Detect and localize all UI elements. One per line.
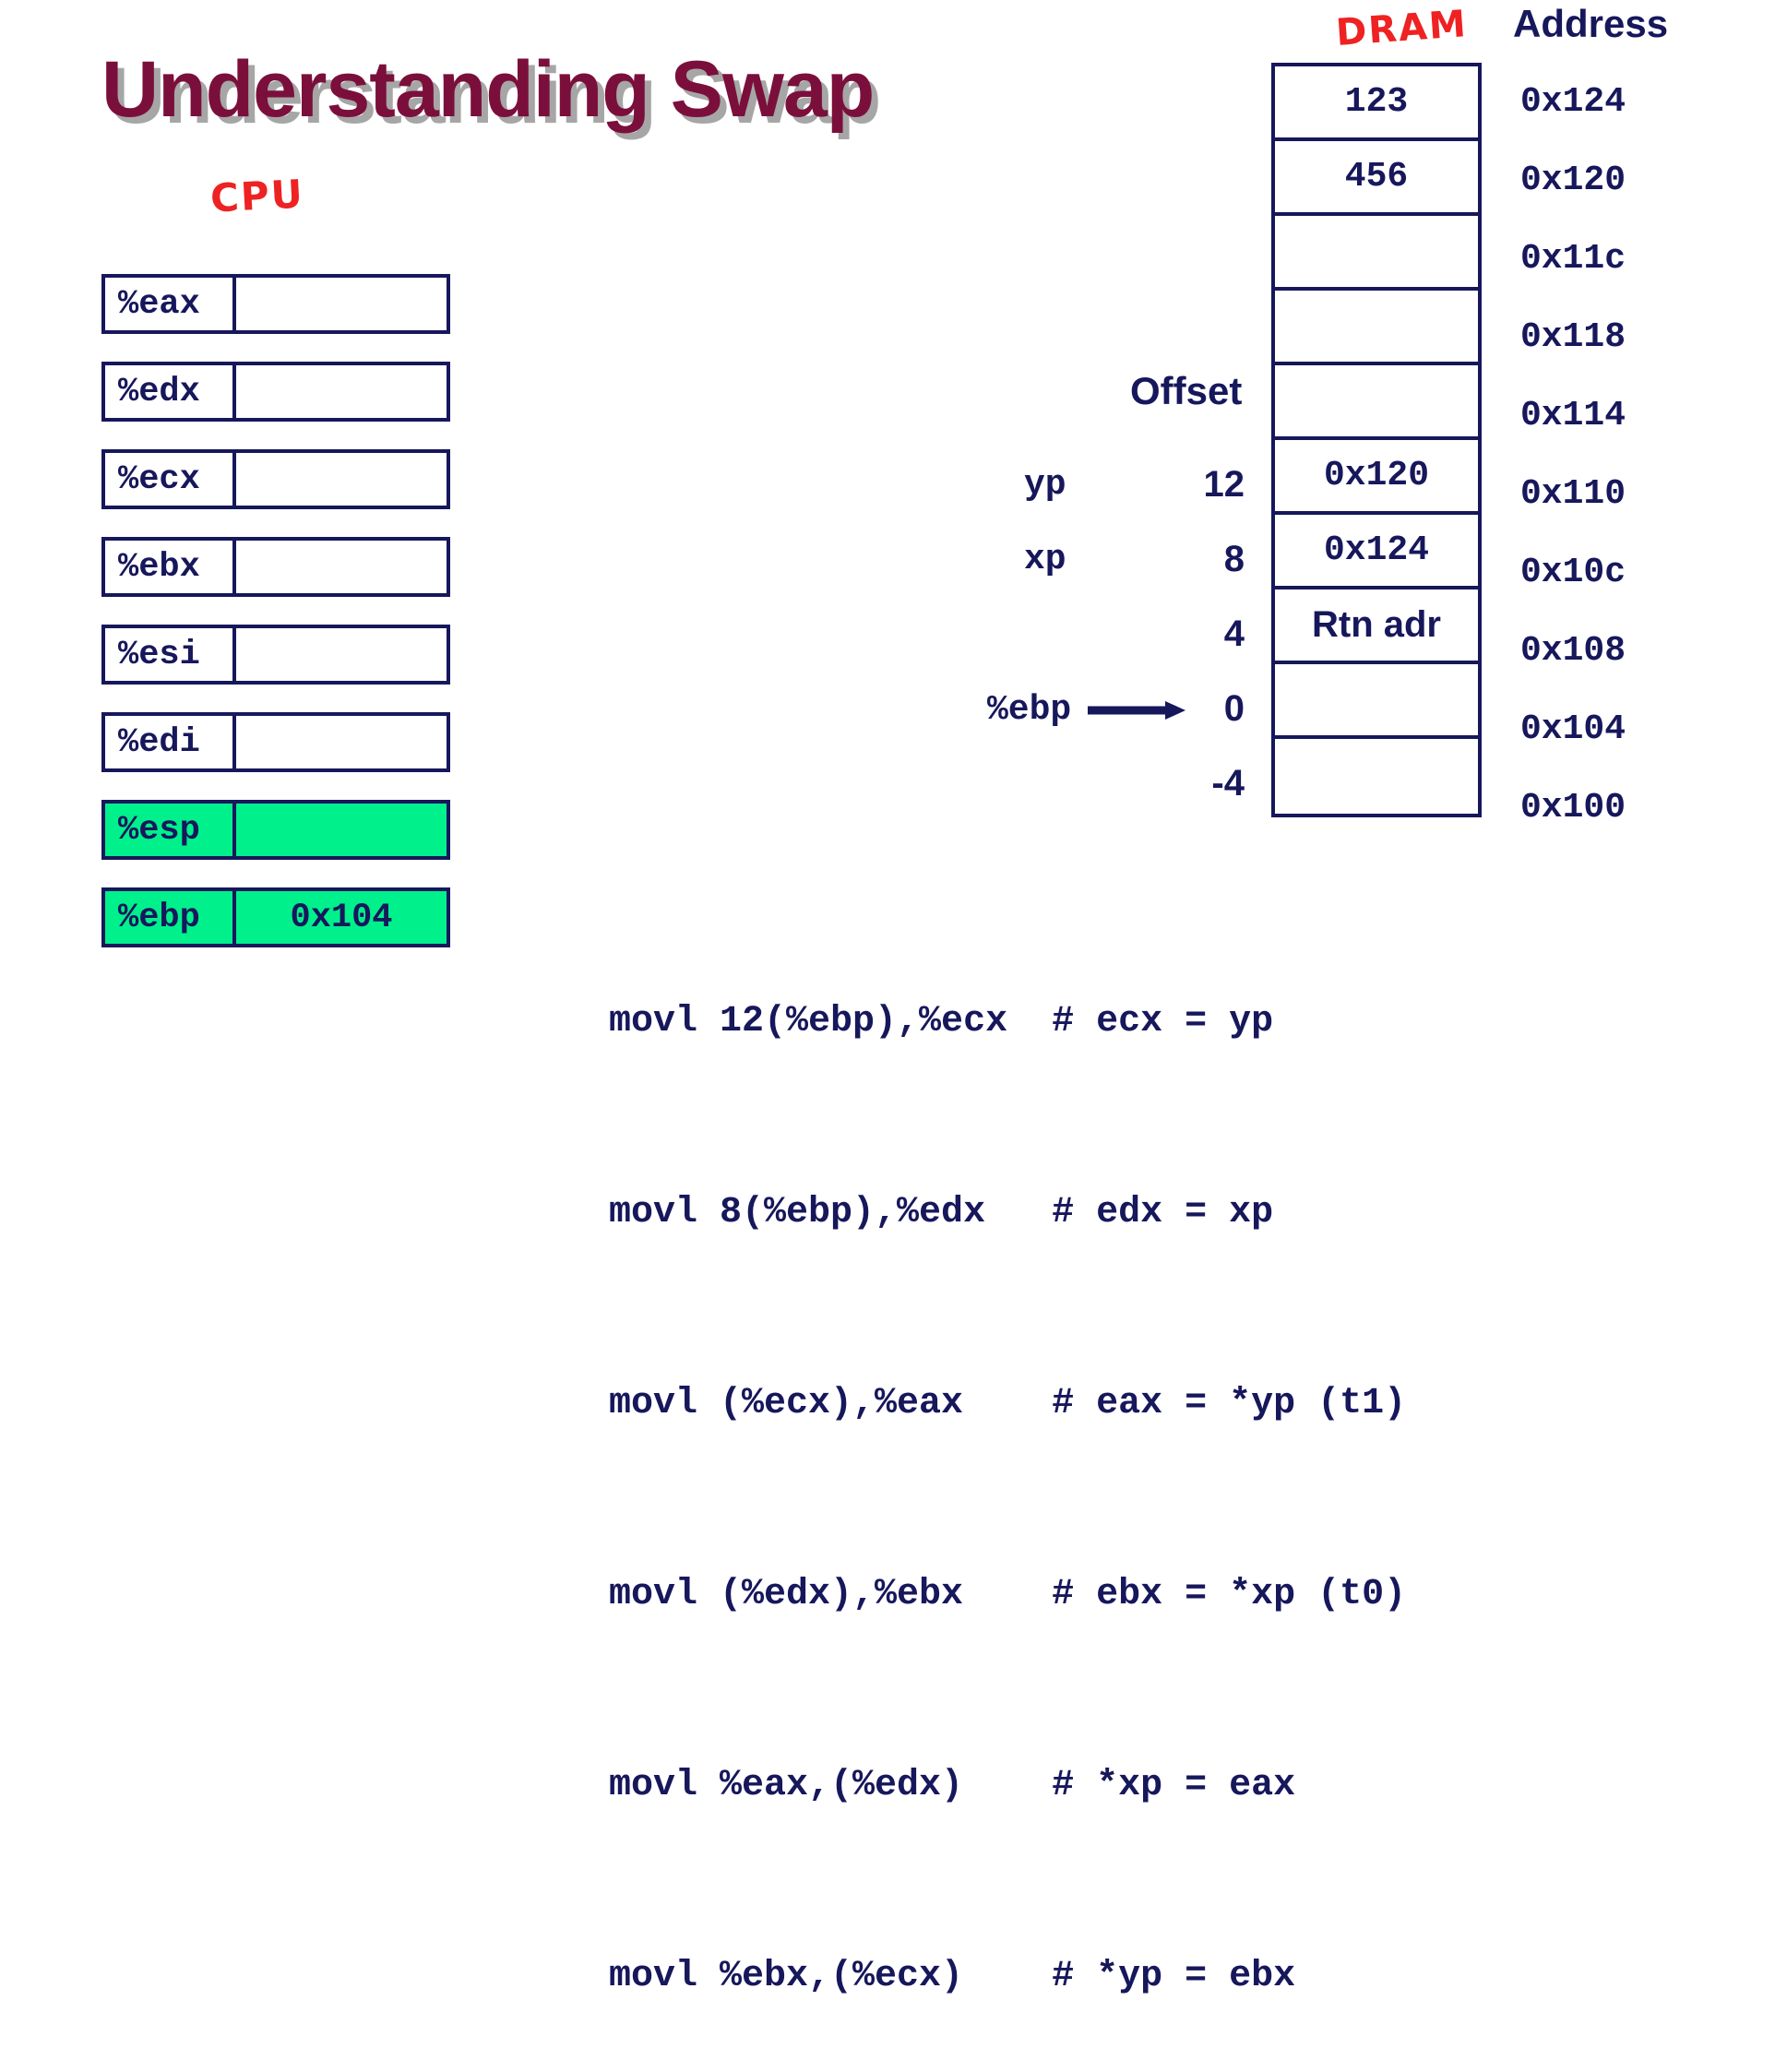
register-value <box>236 625 450 685</box>
register-value <box>236 712 450 772</box>
assembly-line: movl (%ecx),%eax # eax = *yp (t1) <box>609 1383 1407 1424</box>
memory-cell-value: Rtn adr <box>1312 604 1441 645</box>
memory-cell: Rtn adr <box>1275 589 1478 664</box>
assembly-line: movl (%edx),%ebx # ebx = *xp (t0) <box>609 1574 1407 1615</box>
address-label: 0x100 <box>1520 788 1626 828</box>
memory-cell <box>1275 216 1478 291</box>
memory-cell-value: 456 <box>1344 157 1409 196</box>
register-row: %eax <box>101 274 450 334</box>
address-label: 0x110 <box>1520 474 1626 514</box>
offset-value: 12 <box>1203 464 1245 505</box>
address-label: 0x120 <box>1520 161 1626 200</box>
offset-row: xp 8 <box>987 522 1259 597</box>
offset-column: yp 12 xp 8 4 0 -4 <box>987 447 1259 821</box>
register-name: %edx <box>101 362 236 422</box>
address-label: 0x108 <box>1520 631 1626 671</box>
register-value <box>236 449 450 509</box>
memory-cell: 123 <box>1275 66 1478 141</box>
offset-value: 4 <box>1223 613 1245 654</box>
assembly-line: movl %eax,(%edx) # *xp = eax <box>609 1765 1296 1806</box>
register-row-highlighted: %ebp 0x104 <box>101 887 450 947</box>
address-label: 0x124 <box>1520 82 1626 122</box>
register-row: %ecx <box>101 449 450 509</box>
address-label: 0x10c <box>1520 553 1626 592</box>
register-row: %edi <box>101 712 450 772</box>
assembly-line: movl 8(%ebp),%edx # edx = xp <box>609 1192 1274 1233</box>
register-value: 0x104 <box>236 887 450 947</box>
register-value <box>236 362 450 422</box>
offset-row: 4 <box>987 597 1259 672</box>
offset-column-header: Offset <box>1130 369 1243 412</box>
register-row: %esi <box>101 625 450 685</box>
offset-variable-label: yp <box>1024 465 1066 505</box>
offset-row: -4 <box>987 746 1259 821</box>
register-name: %esp <box>101 800 236 860</box>
register-row: %edx <box>101 362 450 422</box>
memory-cell-value: 0x124 <box>1323 530 1430 570</box>
memory-cell: 0x124 <box>1275 515 1478 589</box>
offset-row: 0 <box>987 672 1259 746</box>
assembly-line: movl 12(%ebp),%ecx # ecx = yp <box>609 1001 1274 1042</box>
memory-cell-value: 123 <box>1344 82 1409 122</box>
dram-memory-stack: 123 456 0x120 0x124 Rtn adr <box>1271 63 1482 817</box>
register-row: %ebx <box>101 537 450 597</box>
register-value <box>236 274 450 334</box>
page-title: Understanding Swap <box>101 45 875 134</box>
register-name: %ebx <box>101 537 236 597</box>
cpu-annotation-label: CPU <box>208 171 305 221</box>
register-name: %esi <box>101 625 236 685</box>
address-label: 0x104 <box>1520 709 1626 749</box>
memory-cell <box>1275 365 1478 440</box>
address-column: 0x124 0x120 0x11c 0x118 0x114 0x110 0x10… <box>1520 63 1626 847</box>
register-name: %edi <box>101 712 236 772</box>
register-name: %ecx <box>101 449 236 509</box>
register-name: %eax <box>101 274 236 334</box>
register-row-highlighted: %esp <box>101 800 450 860</box>
ebp-frame-pointer: %ebp <box>987 690 1187 730</box>
address-column-header: Address <box>1513 2 1669 45</box>
cpu-register-file: %eax %edx %ecx %ebx %esi %edi %esp %ebp … <box>101 274 450 947</box>
ebp-pointer-label: %ebp <box>987 690 1072 730</box>
offset-variable-label: xp <box>1024 540 1066 579</box>
register-name: %ebp <box>101 887 236 947</box>
address-label: 0x114 <box>1520 396 1626 435</box>
memory-cell-value: 0x120 <box>1323 456 1430 495</box>
offset-row: yp 12 <box>987 447 1259 522</box>
offset-value: -4 <box>1211 763 1245 804</box>
register-value <box>236 537 450 597</box>
address-label: 0x118 <box>1520 317 1626 357</box>
offset-value: 8 <box>1223 539 1245 579</box>
memory-cell <box>1275 291 1478 365</box>
arrow-right-icon <box>1088 700 1186 720</box>
register-value <box>236 800 450 860</box>
memory-cell <box>1275 664 1478 739</box>
offset-value: 0 <box>1223 688 1245 729</box>
memory-cell: 456 <box>1275 141 1478 216</box>
dram-annotation-label: DRAM <box>1334 3 1470 54</box>
assembly-code-listing: movl 12(%ebp),%ecx # ecx = yp movl 8(%eb… <box>609 863 1406 2072</box>
address-label: 0x11c <box>1520 239 1626 279</box>
memory-cell <box>1275 739 1478 814</box>
memory-cell: 0x120 <box>1275 440 1478 515</box>
assembly-line: movl %ebx,(%ecx) # *yp = ebx <box>609 1956 1296 1997</box>
